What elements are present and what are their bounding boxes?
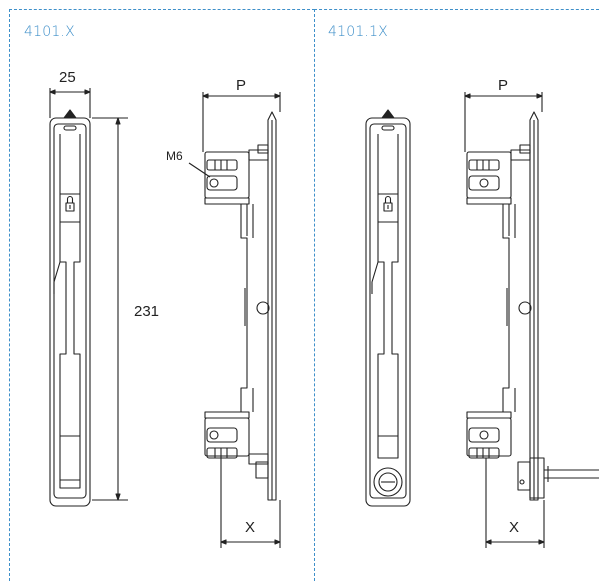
height-label: 231 [134,303,159,320]
panel-4101-1x: 4101.1X [314,9,599,581]
offset-label-left: X [245,519,255,536]
depth-label-left: P [236,77,246,94]
side-view-4101-1x [464,92,599,548]
panel-4101-x: 4101.X [9,9,315,581]
front-view-4101-x [49,88,128,507]
width-label: 25 [59,69,76,86]
front-view-4101-1x [365,109,411,507]
thread-label: M6 [166,149,183,163]
side-view-4101-x [188,92,281,548]
panel-title-4101-1x: 4101.1X [328,24,388,40]
panel-title-4101-x: 4101.X [24,24,75,40]
offset-label-right: X [509,519,519,536]
depth-label-right: P [498,77,508,94]
